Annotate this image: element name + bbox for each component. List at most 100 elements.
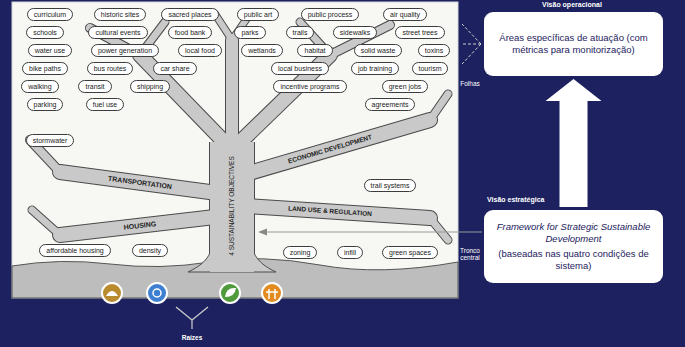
leaf-text: incentive programs [280,82,339,91]
part-name: Tronco central [458,247,482,262]
system-condition-icon [262,283,282,303]
leaf-text: density [139,246,161,255]
leaf-text: parking [34,100,57,109]
leaf-text: cultural events [95,28,140,37]
bracket-line [176,307,192,320]
branch-label: HOUSING [123,220,156,232]
leaf-oval: infill [337,246,363,259]
leaf-text: trails [293,28,308,37]
pointer-line [462,44,481,64]
info-box: Framework for Strategic Sustainable Deve… [484,210,663,283]
box-note: (baseadas nas quatro condições de sistem… [492,248,655,272]
leaf-oval: historic sites [94,8,147,21]
leaf-text: trail systems [371,181,410,190]
leaf-oval: street trees [395,26,444,39]
pointer-line [462,24,481,44]
leaf-oval: schools [26,26,64,39]
leaf-oval: incentive programs [273,80,346,93]
leaf-text: shipping [137,82,163,91]
leaf-text: agreements [372,100,409,109]
leaf-oval: fuel use [86,98,125,111]
branch-outlines [30,14,448,272]
leaf-oval: local business [271,62,329,75]
leaf-oval: car share [153,62,196,75]
icon-disc [102,283,122,303]
photo-panel [12,2,458,298]
leaf-text: infill [344,248,356,257]
trunk-label: 4 SUSTAINABILITY OBJECTIVES [228,156,235,255]
twig-outline [430,94,448,120]
leaf-text: curriculum [34,10,66,19]
leaf-oval: trail systems [364,179,417,192]
leaf-oval: transit [78,80,111,93]
leaf-text: habitat [304,46,325,55]
trunk-pointer [264,231,482,232]
twig [430,218,448,240]
branch-label: LAND USE & REGULATION [288,205,372,218]
pointer-line [462,44,481,45]
pointer-head [258,229,267,236]
twig-outline [430,218,448,240]
leaf-oval: sidewalks [333,26,377,39]
branch [226,40,238,150]
leaf-text: zoning [290,248,311,257]
leaf-text: car share [160,64,189,73]
branch-outline [232,205,430,218]
branch-outline [232,55,330,150]
leaf-text: power generation [98,46,152,55]
leaf-text: air quality [390,10,420,19]
twig [32,210,60,235]
leaf-oval: parking [27,98,64,111]
branch [232,55,330,150]
icon-glyph [106,291,118,296]
branch [60,172,232,195]
leaf-oval: public art [237,8,279,21]
leaf-oval: tourism [412,62,449,75]
leaf-text: parks [241,28,258,37]
leaf-oval: water use [28,44,72,57]
leaf-oval: habitat [297,44,332,57]
leaf-text: bike paths [29,64,61,73]
leaf-text: affordable housing [46,246,103,255]
block-arrow [546,79,602,207]
system-condition-icon [147,283,167,303]
leaf-text: job training [358,64,392,73]
leaf-oval: job training [351,62,399,75]
leaf-text: historic sites [101,10,140,19]
box-heading: Framework for Strategic Sustainable Deve… [492,221,655,245]
leaf-text: tourism [419,64,442,73]
leaf-oval: local food [178,44,222,57]
leaf-oval: bus routes [87,62,134,75]
leaf-oval: solid waste [354,44,403,57]
leaf-oval: bike paths [22,62,68,75]
leaf-text: sidewalks [340,28,370,37]
leaf-text: water use [35,46,65,55]
leaves-pointer [462,24,481,64]
leaf-text: transit [85,82,104,91]
leaf-oval: density [132,244,168,257]
leaf-oval: agreements [365,98,416,111]
icon-glyph [266,289,278,299]
leaf-text: public process [308,10,353,19]
leaf-text: bus routes [94,64,127,73]
leaf-text: street trees [402,28,437,37]
leaf-text: green spaces [389,248,431,257]
leaf-oval: food bank [168,26,213,39]
leaf-text: wetlands [248,46,276,55]
leaf-text: fuel use [93,100,118,109]
leaf-oval: affordable housing [39,244,110,257]
branch [60,215,232,235]
leaf-oval: green spaces [382,246,438,259]
leaf-text: schools [33,28,57,37]
leaf-oval: wetlands [241,44,283,57]
system-condition-icon [220,283,240,303]
section-heading: Visão estratégica [487,196,544,204]
leaf-oval: green jobs [382,80,429,93]
leaf-text: food bank [175,28,206,37]
leaf-text: public art [244,10,272,19]
leaf-oval: zoning [283,246,318,259]
icon-glyph [153,289,161,297]
leaf-oval: sacred places [161,8,218,21]
